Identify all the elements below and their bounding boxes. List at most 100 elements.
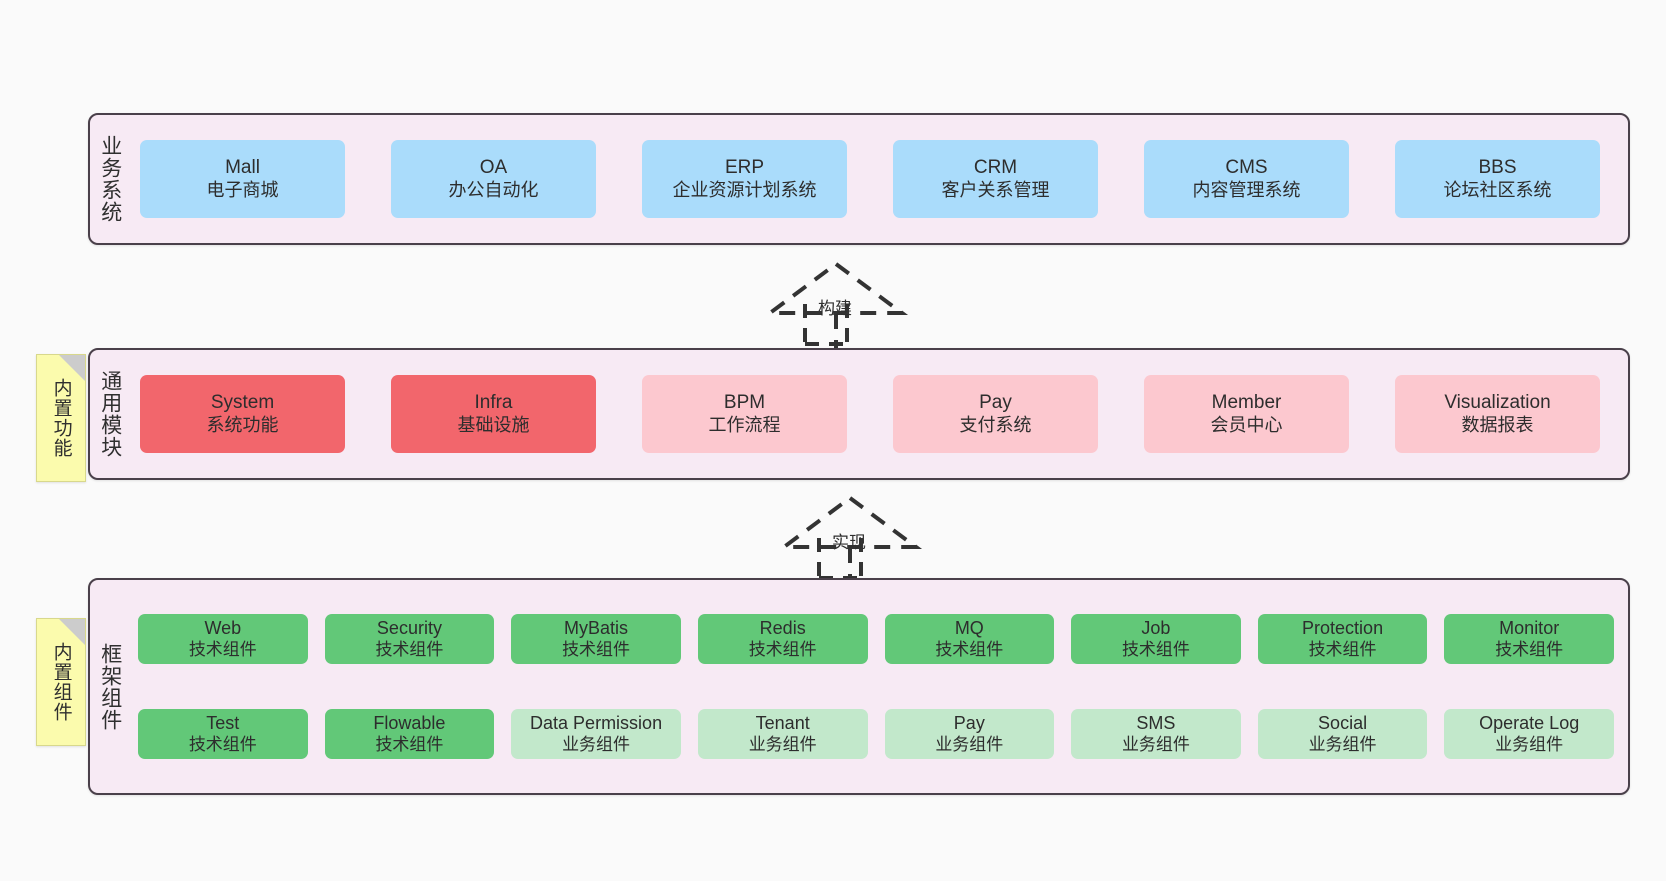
note-label: 内置功能 [50,378,72,458]
card-infra[interactable]: Infra 基础设施 [391,375,596,453]
card-title-cn: 系统功能 [206,414,279,435]
card-title-cn: 业务组件 [1121,734,1190,754]
card-title-cn: 企业资源计划系统 [672,179,817,200]
layer-body-framework-components: Web 技术组件 Security 技术组件 MyBatis 技术组件 Redi… [130,580,1628,793]
card-title-en: Job [1141,617,1171,638]
card-title-cn: 技术组件 [188,734,257,754]
card-title-en: Pay [979,392,1012,414]
card-title-en: Data Permission [530,712,663,733]
card-title-cn: 工作流程 [708,414,781,435]
card-title-en: Operate Log [1479,712,1580,733]
card-operate-log[interactable]: Operate Log 业务组件 [1444,708,1614,760]
connector-build-label: 构建 [818,299,852,318]
card-title-en: Tenant [755,712,810,733]
note-label: 内置组件 [50,642,72,722]
card-job[interactable]: Job 技术组件 [1071,613,1241,665]
card-member[interactable]: Member 会员中心 [1144,375,1349,453]
layer-label-business-system: 业务系统 [98,135,122,223]
layer-common-modules: 通用模块 System 系统功能 Infra 基础设施 BPM 工作流程 Pay… [88,348,1630,480]
card-title-en: Social [1318,712,1368,733]
card-title-en: Security [376,617,442,638]
layer-body-business-system: Mall 电子商城 OA 办公自动化 ERP 企业资源计划系统 CRM 客户关系… [130,115,1628,243]
card-system[interactable]: System 系统功能 [140,375,345,453]
card-title-en: Test [206,712,240,733]
card-title-cn: 基础设施 [457,414,530,435]
card-bbs[interactable]: BBS 论坛社区系统 [1395,140,1600,218]
card-crm[interactable]: CRM 客户关系管理 [893,140,1098,218]
card-title-cn: 技术组件 [375,639,444,659]
layer-framework-components: 框架组件 Web 技术组件 Security 技术组件 MyBatis 技术组件… [88,578,1630,795]
card-web[interactable]: Web 技术组件 [138,613,308,665]
card-title-en: Pay [953,712,985,733]
card-social[interactable]: Social 业务组件 [1257,708,1428,760]
card-title-en: SMS [1136,712,1176,733]
card-title-cn: 业务组件 [562,734,631,754]
card-title-en: OA [479,157,508,179]
card-title-en: ERP [724,157,765,179]
card-title-cn: 内容管理系统 [1192,179,1301,200]
card-mq[interactable]: MQ 技术组件 [884,613,1055,665]
card-title-en: BBS [1478,157,1517,179]
card-title-en: Web [204,617,242,638]
card-pay-component[interactable]: Pay 业务组件 [884,708,1055,760]
card-sms[interactable]: SMS 业务组件 [1071,708,1241,760]
card-title-cn: 技术组件 [1308,639,1377,659]
card-oa[interactable]: OA 办公自动化 [391,140,596,218]
card-erp[interactable]: ERP 企业资源计划系统 [642,140,847,218]
card-title-cn: 技术组件 [1121,639,1190,659]
card-mybatis[interactable]: MyBatis 技术组件 [511,613,681,665]
card-title-cn: 技术组件 [935,639,1004,659]
card-title-en: Visualization [1444,392,1551,414]
card-title-cn: 业务组件 [935,734,1004,754]
card-visualization[interactable]: Visualization 数据报表 [1395,375,1600,453]
card-title-en: Member [1211,392,1282,414]
card-title-cn: 客户关系管理 [941,179,1050,200]
card-title-en: Infra [474,392,513,414]
card-title-cn: 会员中心 [1210,414,1283,435]
connector-implement-label: 实现 [832,533,866,552]
note-builtin-function: 内置功能 [36,354,86,482]
card-title-cn: 技术组件 [748,639,817,659]
card-title-cn: 技术组件 [188,639,257,659]
note-fold-icon [59,619,85,645]
card-monitor[interactable]: Monitor 技术组件 [1444,613,1614,665]
card-title-cn: 技术组件 [562,639,631,659]
layer-label-framework-components: 框架组件 [98,642,122,731]
card-title-cn: 论坛社区系统 [1443,179,1552,200]
card-title-cn: 业务组件 [748,734,817,754]
card-flowable[interactable]: Flowable 技术组件 [324,708,495,760]
card-title-cn: 办公自动化 [448,179,539,200]
card-title-en: CMS [1225,157,1268,179]
card-bpm[interactable]: BPM 工作流程 [642,375,847,453]
card-data-permission[interactable]: Data Permission 业务组件 [511,708,681,760]
note-fold-icon [59,355,85,381]
card-security[interactable]: Security 技术组件 [324,613,495,665]
card-title-en: System [210,392,275,414]
card-title-cn: 电子商城 [206,179,279,200]
card-title-cn: 技术组件 [1495,639,1564,659]
layer-business-system: 业务系统 Mall 电子商城 OA 办公自动化 ERP 企业资源计划系统 CRM… [88,113,1630,245]
card-title-en: Mall [225,157,260,179]
card-test[interactable]: Test 技术组件 [138,708,308,760]
layer-body-common-modules: System 系统功能 Infra 基础设施 BPM 工作流程 Pay 支付系统… [130,350,1628,478]
card-tenant[interactable]: Tenant 业务组件 [697,708,868,760]
card-title-en: Monitor [1499,617,1560,638]
card-title-cn: 业务组件 [1495,734,1564,754]
card-title-cn: 业务组件 [1308,734,1377,754]
card-title-en: CRM [973,157,1018,179]
card-title-en: Protection [1302,617,1384,638]
card-title-en: MQ [954,617,984,638]
card-title-cn: 技术组件 [375,734,444,754]
card-mall[interactable]: Mall 电子商城 [140,140,345,218]
card-title-cn: 支付系统 [959,414,1032,435]
card-title-cn: 数据报表 [1461,414,1534,435]
note-builtin-component: 内置组件 [36,618,86,746]
card-title-en: MyBatis [564,617,629,638]
card-redis[interactable]: Redis 技术组件 [697,613,868,665]
card-cms[interactable]: CMS 内容管理系统 [1144,140,1349,218]
card-title-en: Flowable [373,712,446,733]
card-protection[interactable]: Protection 技术组件 [1257,613,1428,665]
card-pay-module[interactable]: Pay 支付系统 [893,375,1098,453]
layer-label-common-modules: 通用模块 [98,370,122,458]
card-title-en: BPM [723,392,766,414]
